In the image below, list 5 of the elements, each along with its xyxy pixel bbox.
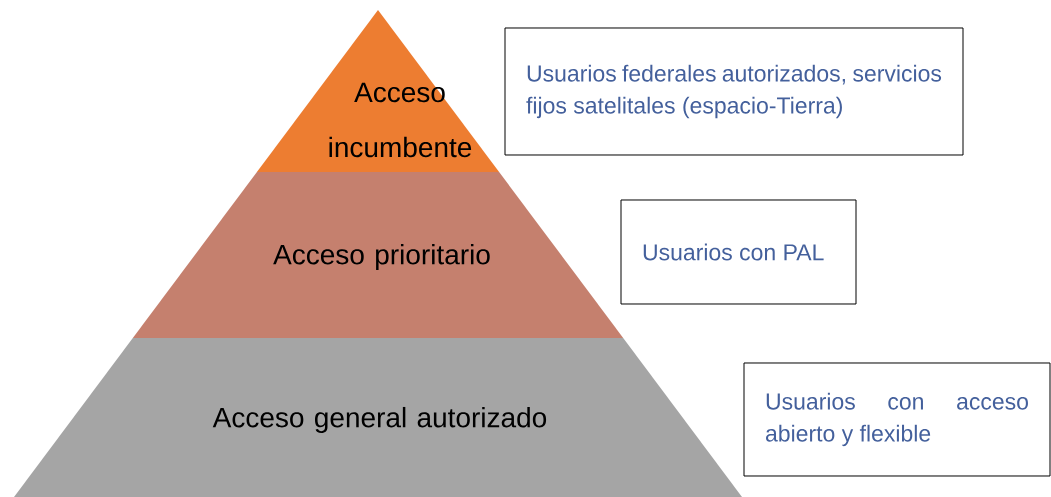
pyramid-layer: Acceso prioritario <box>132 172 624 338</box>
text-box: Usuarios con PAL <box>620 199 857 305</box>
text-box: Usuarios federales autorizados, servicios fijos satelitales (espacio-Tierra) <box>504 27 964 156</box>
pyramid-layer: Acceso general autorizado <box>14 338 742 497</box>
text-box: Usuarios con acceso abierto y flexible <box>743 362 1051 477</box>
